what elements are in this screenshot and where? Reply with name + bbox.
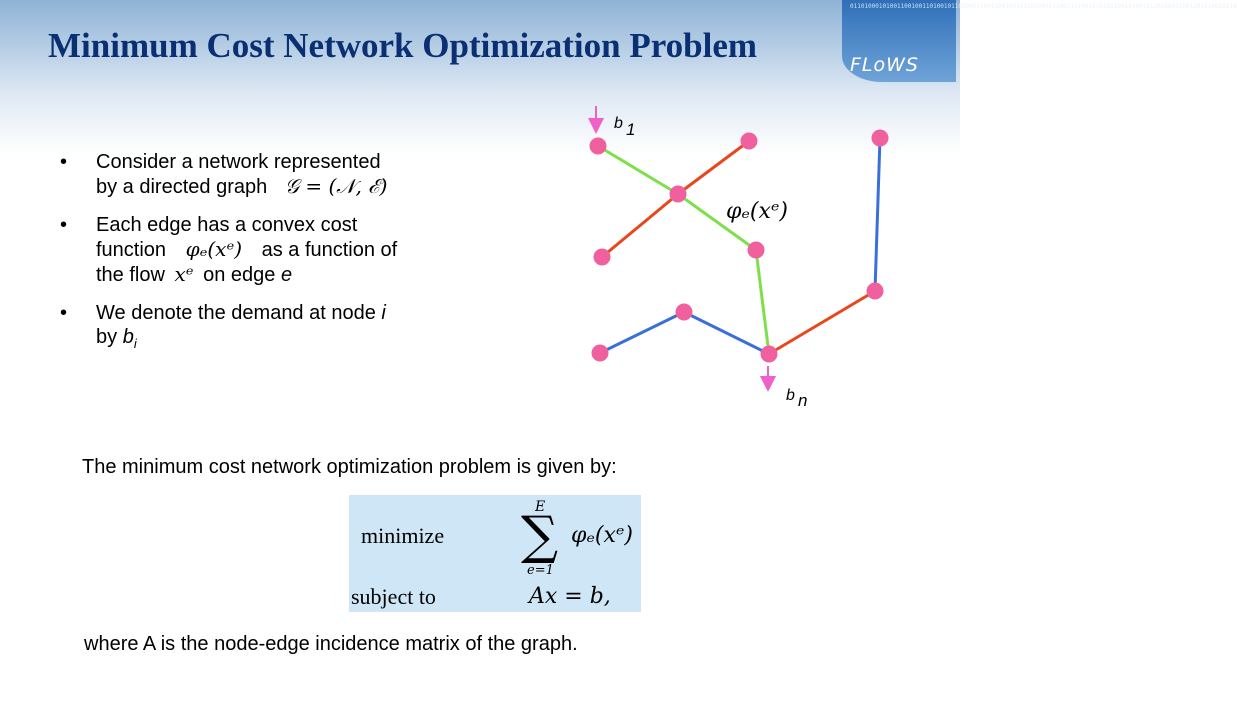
graph-node (589, 137, 607, 155)
bullet-marker: • (60, 214, 68, 236)
graph-node (675, 303, 693, 321)
sum-upper-limit: E (535, 499, 546, 515)
edge-red (601, 192, 679, 259)
incidence-note: where A is the node-edge incidence matri… (84, 633, 578, 655)
bullet-list: • Consider a network represented by a di… (60, 150, 510, 370)
bullet-text: the flow (96, 264, 165, 286)
flows-logo: 0110100010100110010011010010110100101001… (842, 0, 1237, 82)
bullet-text: by (96, 326, 118, 348)
bullet-marker: • (60, 302, 68, 324)
node-variable: i (381, 302, 386, 324)
problem-intro: The minimum cost network optimization pr… (82, 456, 617, 478)
graph-formula: 𝒢 = (𝒩, ℰ) (284, 174, 388, 198)
bullet-network: • Consider a network represented by a di… (60, 150, 510, 199)
logo-text: FLoWS (850, 54, 919, 76)
graph-node (669, 185, 687, 203)
sum-lower-limit: e=1 (527, 563, 554, 578)
edge-blue (873, 137, 882, 292)
graph-node (591, 344, 609, 362)
graph-node (747, 241, 765, 259)
edge-green (597, 144, 679, 196)
constraint-equation: Ax = b, (529, 584, 611, 609)
graph-node (866, 282, 884, 300)
edge-cost-label: φₑ(xᵉ) (726, 199, 788, 224)
minimize-label: minimize (361, 523, 445, 548)
bullet-demand: • We denote the demand at node i by bi (60, 301, 510, 356)
graph-node (740, 132, 758, 150)
objective-function: φₑ(xᵉ) (571, 523, 634, 548)
sink-subscript: n (798, 391, 807, 410)
edge-green (754, 249, 771, 355)
bullet-text-line: by bi (96, 325, 510, 356)
bullet-text: by a directed graph (96, 176, 268, 198)
bullet-text: function (96, 239, 167, 261)
bullet-text-line: We denote the demand at node i (96, 301, 510, 325)
edge-blue (599, 310, 685, 355)
graph-node (871, 129, 889, 147)
graph-node (593, 248, 611, 266)
edge-blue (683, 310, 770, 356)
bullet-marker: • (60, 151, 68, 173)
bullet-text: as a function of (261, 239, 398, 261)
bullet-text-line: function φₑ(xᵉ) as a function of (96, 237, 510, 262)
network-graph: b 1 b n φₑ(xᵉ) (588, 106, 889, 410)
bullet-text-line: by a directed graph 𝒢 = (𝒩, ℰ) (96, 174, 510, 199)
slide-title: Minimum Cost Network Optimization Proble… (48, 26, 758, 65)
logo-binary-pattern: 0110100010100110010011010010110100101001… (850, 3, 1237, 10)
graph-node (760, 345, 778, 363)
sum-symbol: ∑ (521, 506, 559, 566)
bullet-text-line: Consider a network represented (96, 151, 381, 173)
edge-red (768, 289, 876, 356)
demand-subscript: i (133, 336, 137, 351)
source-label: b (614, 115, 623, 132)
demand-variable: b (122, 326, 134, 348)
bullet-cost: • Each edge has a convex cost function φ… (60, 213, 510, 287)
source-subscript: 1 (626, 120, 635, 139)
subject-to-label: subject to (351, 584, 436, 609)
sink-label: b (786, 387, 795, 404)
edge-variable: e (280, 264, 293, 286)
flow-variable: xᵉ (174, 262, 194, 286)
edge-green (677, 192, 757, 252)
edge-red (677, 139, 750, 196)
bullet-text-line: Each edge has a convex cost (96, 214, 358, 236)
header-band (0, 0, 960, 160)
optimization-formula: minimize subject to E ∑ e=1 φₑ(xᵉ) Ax = … (349, 495, 641, 612)
cost-function-formula: φₑ(xᵉ) (185, 237, 243, 261)
bullet-text-line: the flow xᵉ on edge e (96, 262, 510, 287)
bullet-text: We denote the demand at node (96, 302, 376, 324)
bullet-text: on edge (203, 264, 276, 286)
